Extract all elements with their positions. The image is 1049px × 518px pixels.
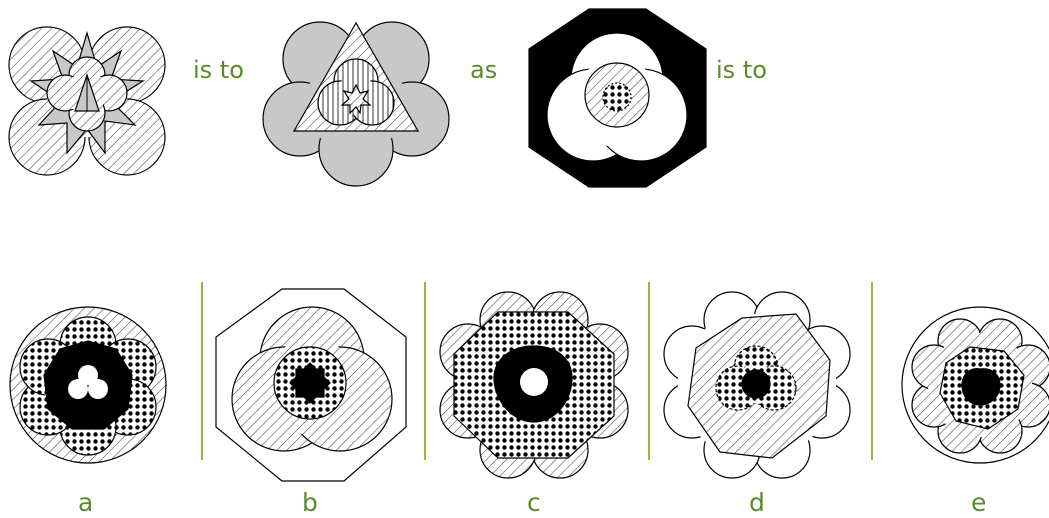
question-figure-3 [525,7,710,189]
option-divider [648,282,650,460]
option-b-figure[interactable] [212,287,412,483]
option-d-figure[interactable] [660,290,855,480]
option-d-label[interactable]: d [749,490,765,515]
option-divider [201,282,203,460]
option-a-figure[interactable] [8,305,168,465]
question-figure-2 [262,15,452,190]
option-divider [424,282,426,460]
connector-is-to-2: is to [716,58,767,82]
option-e-figure[interactable] [900,305,1049,465]
option-a-label[interactable]: a [78,490,93,515]
option-c-label[interactable]: c [527,490,541,515]
connector-is-to-1: is to [193,58,244,82]
question-figure-1 [5,15,170,180]
option-divider [871,282,873,460]
option-c-figure[interactable] [438,290,630,480]
option-b-label[interactable]: b [302,490,318,515]
option-e-label[interactable]: e [971,490,986,515]
connector-as: as [470,58,497,82]
